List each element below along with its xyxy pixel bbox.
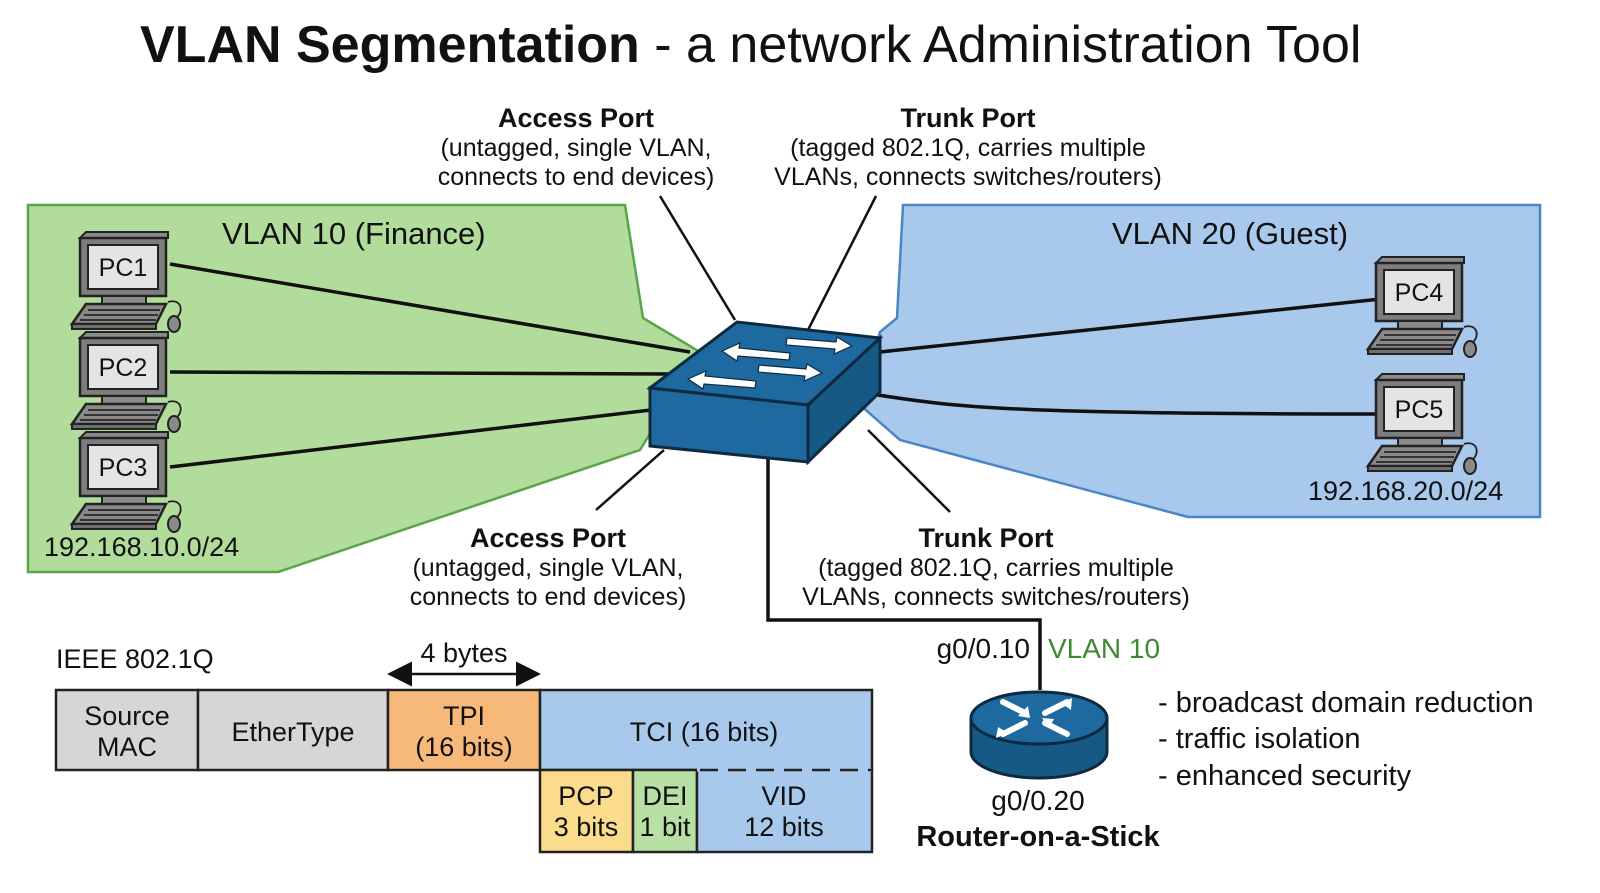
link-pc1 — [169, 262, 691, 354]
field-label: Source — [84, 701, 170, 731]
span-label: 4 bytes — [420, 638, 507, 668]
link-pc5 — [877, 393, 1391, 416]
field-source-mac — [54, 688, 200, 772]
callout-heading: Trunk Port — [918, 523, 1053, 553]
pc-label: PC1 — [99, 254, 148, 282]
vlan20-zone — [858, 203, 1542, 519]
field-vid — [695, 768, 874, 854]
callout-bottom-access: Access Port (untagged, single VLAN, conn… — [410, 523, 687, 611]
callout-line: connects to end devices) — [410, 583, 687, 611]
callout-heading: Access Port — [470, 523, 626, 553]
router-icon[interactable] — [969, 690, 1109, 780]
callout-bottom-trunk: Trunk Port (tagged 802.1Q, carries multi… — [802, 523, 1190, 611]
link-pc2 — [169, 370, 676, 376]
router-iface-top: g0/0.10 — [937, 633, 1030, 664]
pc-label: PC2 — [99, 354, 148, 382]
pc4[interactable]: PC4 — [1366, 255, 1478, 359]
pc2[interactable]: PC2 — [70, 330, 182, 434]
frame-title: IEEE 802.1Q — [56, 644, 214, 674]
benefit-item: - traffic isolation — [1158, 723, 1361, 755]
callout-line: VLANs, connects switches/routers) — [774, 163, 1162, 191]
vlan10-subnet: 192.168.10.0/24 — [44, 532, 239, 562]
vlan20-label: VLAN 20 (Guest) — [1112, 216, 1348, 251]
field-label: TPI — [443, 701, 485, 731]
leader-top-access — [658, 195, 737, 321]
callout-top-access: Access Port (untagged, single VLAN, conn… — [438, 103, 715, 191]
field-dei — [631, 768, 699, 854]
router-iface-top-vlan: VLAN 10 — [1048, 633, 1160, 664]
callout-line: connects to end devices) — [438, 163, 715, 191]
router-name: Router-on-a-Stick — [916, 821, 1160, 853]
dot1q-frame: IEEE 802.1Q 4 bytes Source MAC EtherType… — [54, 638, 874, 854]
benefit-item: - enhanced security — [1158, 760, 1412, 792]
field-label: (16 bits) — [415, 732, 513, 762]
callout-heading: Trunk Port — [900, 103, 1035, 133]
leader-top-trunk — [806, 195, 878, 331]
field-label: MAC — [97, 732, 157, 762]
benefits-list: - broadcast domain reduction - traffic i… — [1158, 687, 1534, 792]
link-pc3 — [169, 406, 669, 469]
links — [169, 262, 1391, 690]
callout-leaders — [595, 195, 951, 513]
field-tpi — [386, 688, 542, 772]
vlan10-label: VLAN 10 (Finance) — [222, 216, 486, 251]
callout-line: (untagged, single VLAN, — [412, 554, 683, 582]
pc3[interactable]: PC3 — [70, 430, 182, 534]
router-iface-bottom: g0/0.20 — [991, 785, 1084, 816]
field-label: 3 bits — [554, 812, 619, 842]
pc-label: PC4 — [1395, 279, 1444, 307]
field-label: TCI (16 bits) — [630, 717, 779, 747]
field-label: VID — [761, 781, 806, 811]
field-label: DEI — [642, 781, 687, 811]
link-trunk-router — [766, 452, 1042, 690]
pc5[interactable]: PC5 — [1366, 372, 1478, 476]
field-ethertype — [196, 688, 390, 772]
field-label: 1 bit — [639, 812, 691, 842]
field-label: PCP — [558, 781, 614, 811]
vlan20-subnet: 192.168.20.0/24 — [1308, 476, 1503, 506]
benefit-item: - broadcast domain reduction — [1158, 687, 1534, 719]
leader-bottom-trunk — [867, 429, 951, 513]
callout-top-trunk: Trunk Port (tagged 802.1Q, carries multi… — [774, 103, 1162, 191]
callout-line: (untagged, single VLAN, — [440, 134, 711, 162]
callout-line: VLANs, connects switches/routers) — [802, 583, 1190, 611]
callout-heading: Access Port — [498, 103, 654, 133]
title-bold: VLAN Segmentation — [140, 16, 640, 74]
page-title: VLAN Segmentation - a network Administra… — [140, 16, 1361, 74]
field-label: EtherType — [231, 717, 354, 747]
switch-icon — [646, 320, 884, 466]
pc1[interactable]: PC1 — [70, 230, 182, 334]
field-label: 12 bits — [744, 812, 824, 842]
pc-label: PC5 — [1395, 396, 1444, 424]
link-pc4 — [879, 296, 1391, 354]
leader-bottom-access — [595, 449, 665, 511]
callout-line: (tagged 802.1Q, carries multiple — [818, 554, 1174, 582]
callout-line: (tagged 802.1Q, carries multiple — [790, 134, 1146, 162]
pc-label: PC3 — [99, 454, 148, 482]
field-pcp — [538, 768, 635, 854]
title-regular: - a network Administration Tool — [640, 16, 1362, 74]
field-tci — [538, 688, 874, 772]
